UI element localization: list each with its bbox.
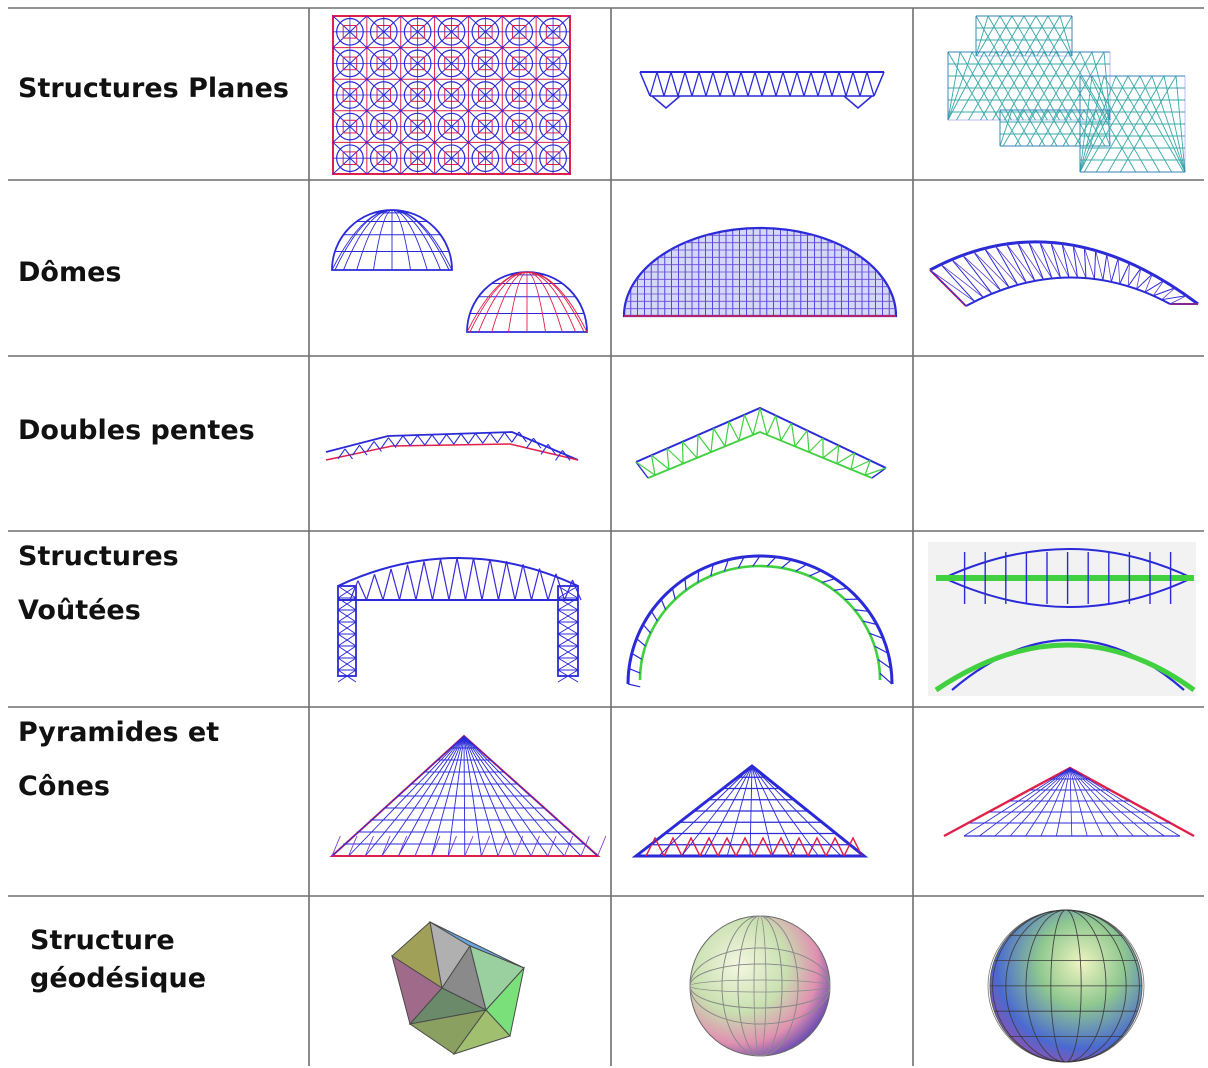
label-line: Structure [30,925,175,956]
triangular-truss-cone [631,764,869,858]
shallow-pitched-truss [325,431,579,461]
label-line: Pyramides et [18,717,220,748]
row-label-doubles-pentes: Doubles pentes [18,404,255,458]
label-line: Dômes [18,257,122,288]
arched-portal-frame [337,557,582,683]
pyramid-space-frame [329,734,607,857]
label-line: Cônes [18,771,110,802]
row-label-structures-planes: Structures Planes [18,62,289,116]
label-line: Voûtées [18,595,141,626]
geodesic-sphere-light [689,915,831,1057]
dome-large [622,226,898,318]
table-gridlines [8,7,1204,1066]
flat-grid-structure [332,15,571,175]
row-label-structure-geodesique: Structure géodésique [30,922,206,998]
vault-plan-and-elevation [928,542,1196,696]
label-line: Structures [18,541,179,572]
row-label-pyramides-cones: Pyramides et Cônes [18,706,219,814]
label-line: Structures Planes [18,73,289,104]
flat-truss [639,71,885,109]
row-label-structures-voutees: Structures Voûtées [18,530,179,638]
barrel-vault-perspective [929,240,1199,307]
steep-pitched-truss [635,406,887,479]
row-label-domes: Dômes [18,246,121,300]
dome-small-blue [331,209,453,271]
cone-space-frame [943,766,1195,838]
geodesic-sphere-dark [987,909,1145,1063]
semicircular-arch [626,554,894,688]
label-line: géodésique [30,963,207,994]
icosahedron [391,921,525,1055]
dome-small-red [466,271,588,333]
irregular-flat-grid [947,15,1186,173]
label-line: Doubles pentes [18,415,255,446]
